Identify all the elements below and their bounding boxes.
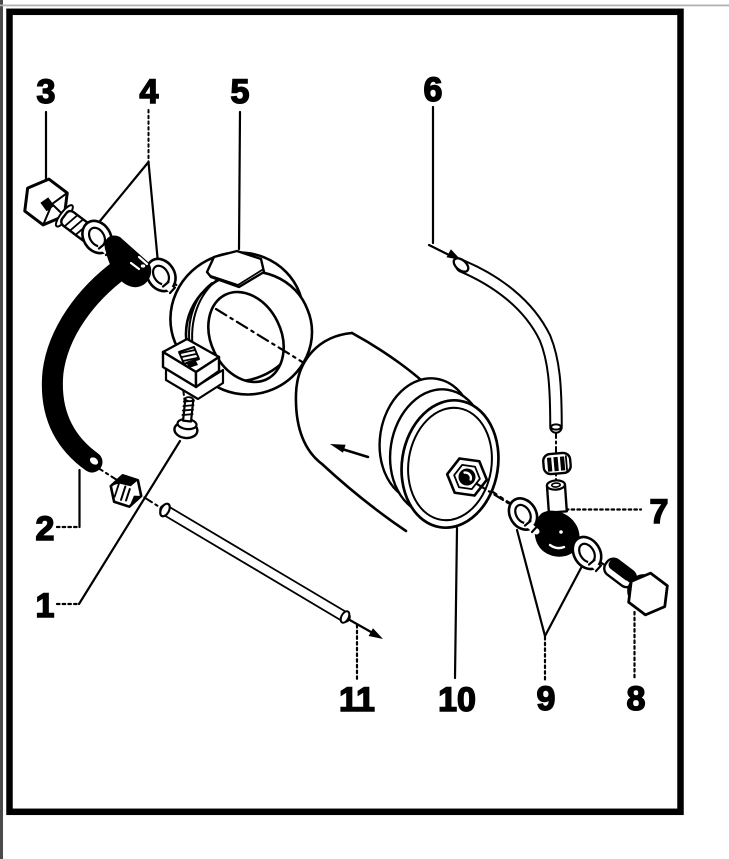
figure-frame: [6, 8, 684, 816]
part-hose-union-nut: [109, 474, 143, 508]
leader-2: [55, 468, 81, 529]
top-rule-line: [0, 4, 729, 7]
part-mounting-clamp: [161, 249, 314, 401]
leader-5: [237, 110, 242, 251]
canister-hex-fitting: [445, 457, 489, 497]
callout-7: 7: [650, 493, 669, 531]
callout-3: 3: [37, 73, 56, 111]
callout-11: 11: [339, 681, 375, 719]
callout-6: 6: [424, 71, 443, 109]
leader-1: [55, 439, 182, 606]
rod-direction-arrow-icon: [368, 628, 383, 639]
part-hose-clamp-small: [542, 451, 572, 476]
callout-1: 1: [36, 587, 55, 625]
part-outlet-washer-right: [571, 535, 604, 574]
leader-9: [515, 528, 583, 682]
callout-4: 4: [140, 73, 159, 111]
leader-11: [346, 617, 383, 682]
callout-10: 10: [438, 681, 476, 719]
callout-8: 8: [627, 680, 646, 718]
part-union-fitting: [534, 479, 580, 557]
part-outlet-hose: [452, 257, 563, 434]
banjo-fitting: [104, 235, 152, 288]
part-clamp-screw: [173, 396, 199, 440]
callout-9: 9: [537, 680, 556, 718]
scan-edge-strip: [0, 0, 3, 859]
flow-direction-arrow-icon: [330, 444, 346, 453]
part-filter-canister: [294, 331, 520, 533]
part-fuel-hose: [41, 235, 152, 473]
callout-5: 5: [231, 73, 250, 111]
leader-4: [98, 109, 160, 265]
part-sealing-washer-lower: [145, 257, 178, 296]
part-banjo-bolt-outlet: [603, 557, 669, 617]
part-outlet-washer-left: [507, 497, 540, 535]
leader-10: [453, 526, 459, 680]
part-rod: [159, 502, 351, 624]
callout-2: 2: [36, 510, 55, 548]
